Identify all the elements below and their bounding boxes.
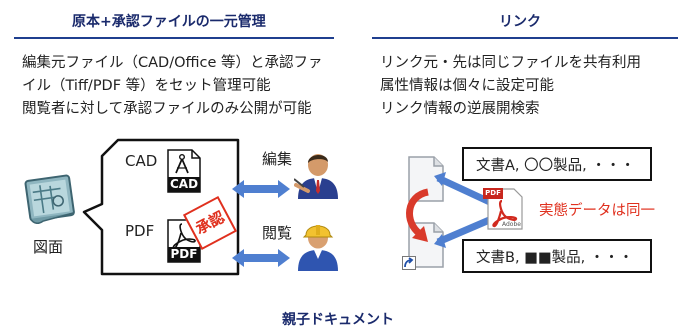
shared-pdf-icon: PDF Adobe: [482, 187, 526, 231]
cad-file-icon: CAD: [167, 149, 201, 193]
pdf-badge: PDF: [485, 189, 501, 197]
pdf-icon-text: PDF: [170, 247, 198, 261]
drawing-label: 図面: [33, 238, 64, 256]
footer-title: 親子ドキュメント: [282, 312, 394, 328]
compass-icon: [167, 149, 201, 193]
viewer-person-icon: [298, 225, 338, 271]
cad-label: CAD: [125, 152, 158, 170]
edit-label: 編集: [262, 150, 293, 168]
shortcut-icon: [402, 256, 416, 270]
drawing-icon: [24, 174, 75, 225]
cad-icon-text: CAD: [169, 177, 199, 191]
edit-double-arrow: [232, 180, 290, 198]
adobe-text: Adobe: [502, 221, 521, 228]
left-desc-line-2: イル（Tiff/PDF 等）をセット管理可能: [22, 78, 271, 94]
editor-person-icon: [294, 154, 338, 199]
red-curved-arrow: [406, 188, 429, 242]
left-section-title: 原本+承認ファイルの一元管理: [72, 14, 266, 30]
right-description: リンク元・先は同じファイルを共有利用 属性情報は個々に設定可能 リンク情報の逆展…: [380, 52, 641, 121]
document-b-attributes: 文書B, ■■製品, ・・・: [462, 239, 652, 273]
pdf-label: PDF: [125, 222, 155, 240]
same-entity-note: 実態データは同一: [539, 203, 655, 219]
right-desc-line-3: リンク情報の逆展開検索: [380, 101, 540, 117]
left-desc-line-3: 閲覧者に対して承認ファイルのみ公開が可能: [22, 101, 312, 117]
right-desc-line-1: リンク元・先は同じファイルを共有利用: [380, 55, 641, 71]
view-double-arrow: [232, 249, 290, 267]
adobe-pdf-icon: [483, 188, 523, 230]
view-label: 閲覧: [262, 224, 293, 242]
right-title-rule: [372, 37, 678, 39]
document-a-icon: [408, 156, 444, 202]
left-desc-line-1: 編集元ファイル（CAD/Office 等）と承認ファ: [22, 55, 323, 71]
left-description: 編集元ファイル（CAD/Office 等）と承認ファ イル（Tiff/PDF 等…: [22, 52, 323, 121]
right-desc-line-2: 属性情報は個々に設定可能: [380, 78, 554, 94]
left-title-rule: [14, 37, 334, 39]
document-a-attributes: 文書A, 〇〇製品, ・・・: [462, 147, 652, 181]
right-section-title: リンク: [499, 14, 541, 30]
